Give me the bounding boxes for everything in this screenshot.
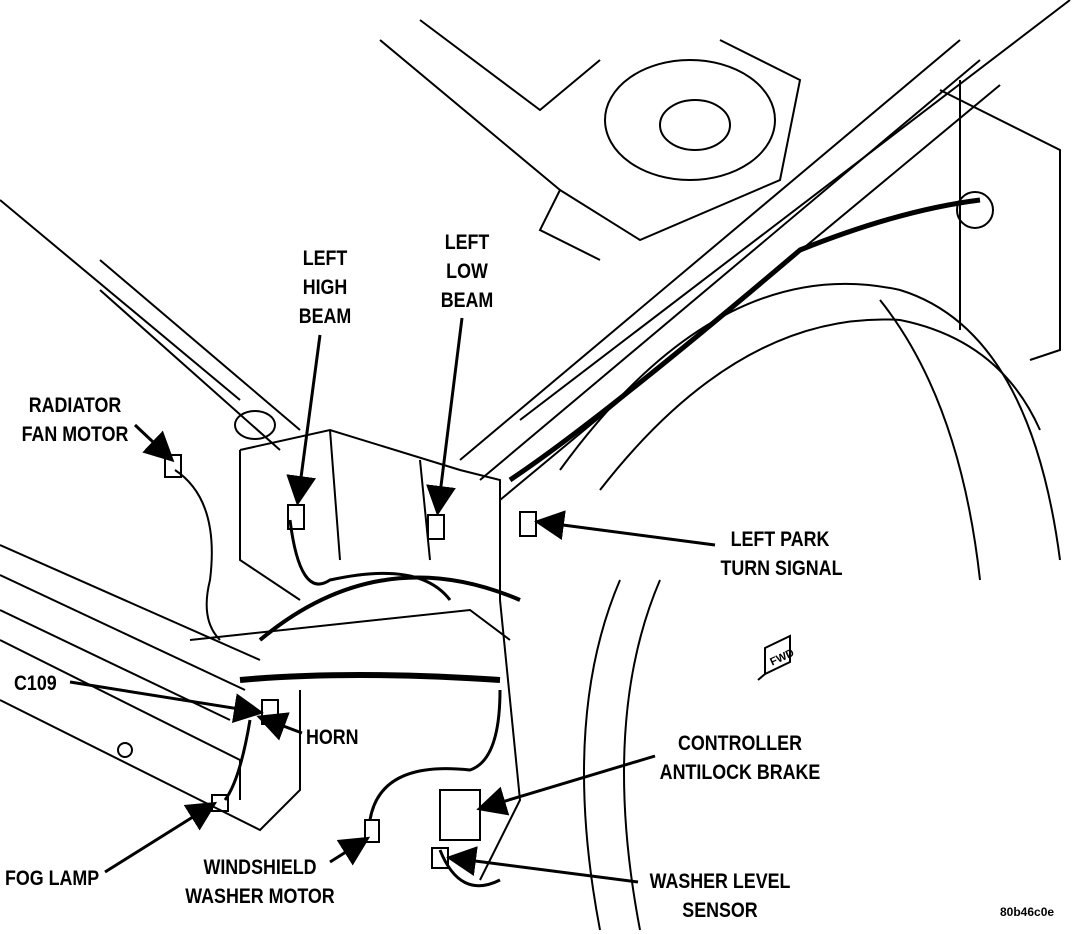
label-line: CONTROLLER <box>678 732 802 755</box>
label-c109: C109 <box>14 672 57 695</box>
label-line: ANTILOCK BRAKE <box>659 761 821 784</box>
label-line: WINDSHIELD <box>203 856 317 879</box>
arrow-windshield-washer-motor <box>329 836 371 866</box>
arrow-left-low-beam <box>426 317 464 516</box>
label-fog-lamp: FOG LAMP <box>5 867 100 890</box>
label-washer-level-sensor: WASHER LEVEL SENSOR <box>644 867 797 925</box>
label-line: LOW <box>446 260 488 283</box>
label-left-low-beam: LEFT LOW BEAM <box>437 228 497 315</box>
arrow-horn <box>256 712 303 741</box>
label-line: RADIATOR <box>28 394 122 417</box>
label-line: WASHER LEVEL <box>649 870 791 893</box>
label-line: TURN SIGNAL <box>720 557 843 580</box>
label-line: WASHER MOTOR <box>185 885 335 908</box>
label-controller-antilock-brake: CONTROLLER ANTILOCK BRAKE <box>655 729 825 787</box>
label-line: BEAM <box>298 305 352 328</box>
label-line: SENSOR <box>682 899 758 922</box>
label-windshield-washer-motor: WINDSHIELD WASHER MOTOR <box>184 853 337 911</box>
label-left-high-beam: LEFT HIGH BEAM <box>295 244 355 331</box>
arrow-c109 <box>69 680 264 724</box>
arrow-washer-level-sensor <box>446 846 639 884</box>
label-left-park-turn-signal: LEFT PARK TURN SIGNAL <box>720 525 843 583</box>
label-radiator-fan-motor: RADIATOR FAN MOTOR <box>16 391 135 449</box>
arrow-controller-antilock-brake <box>476 754 656 816</box>
arrow-left-high-beam <box>286 334 322 506</box>
label-line: LEFT <box>444 231 490 254</box>
label-horn: HORN <box>306 726 359 749</box>
label-line: FAN MOTOR <box>21 423 129 446</box>
leader-arrows <box>69 317 716 884</box>
arrow-radiator-fan-motor <box>133 423 175 463</box>
arrow-fog-lamp <box>104 801 218 874</box>
label-line: HIGH <box>302 276 348 299</box>
label-line: BEAM <box>440 289 494 312</box>
figure-code: 80b46c0e <box>1000 905 1055 919</box>
label-line: LEFT PARK <box>730 528 830 551</box>
label-line: LEFT <box>302 247 348 270</box>
arrow-left-park-turn-signal <box>534 510 716 547</box>
